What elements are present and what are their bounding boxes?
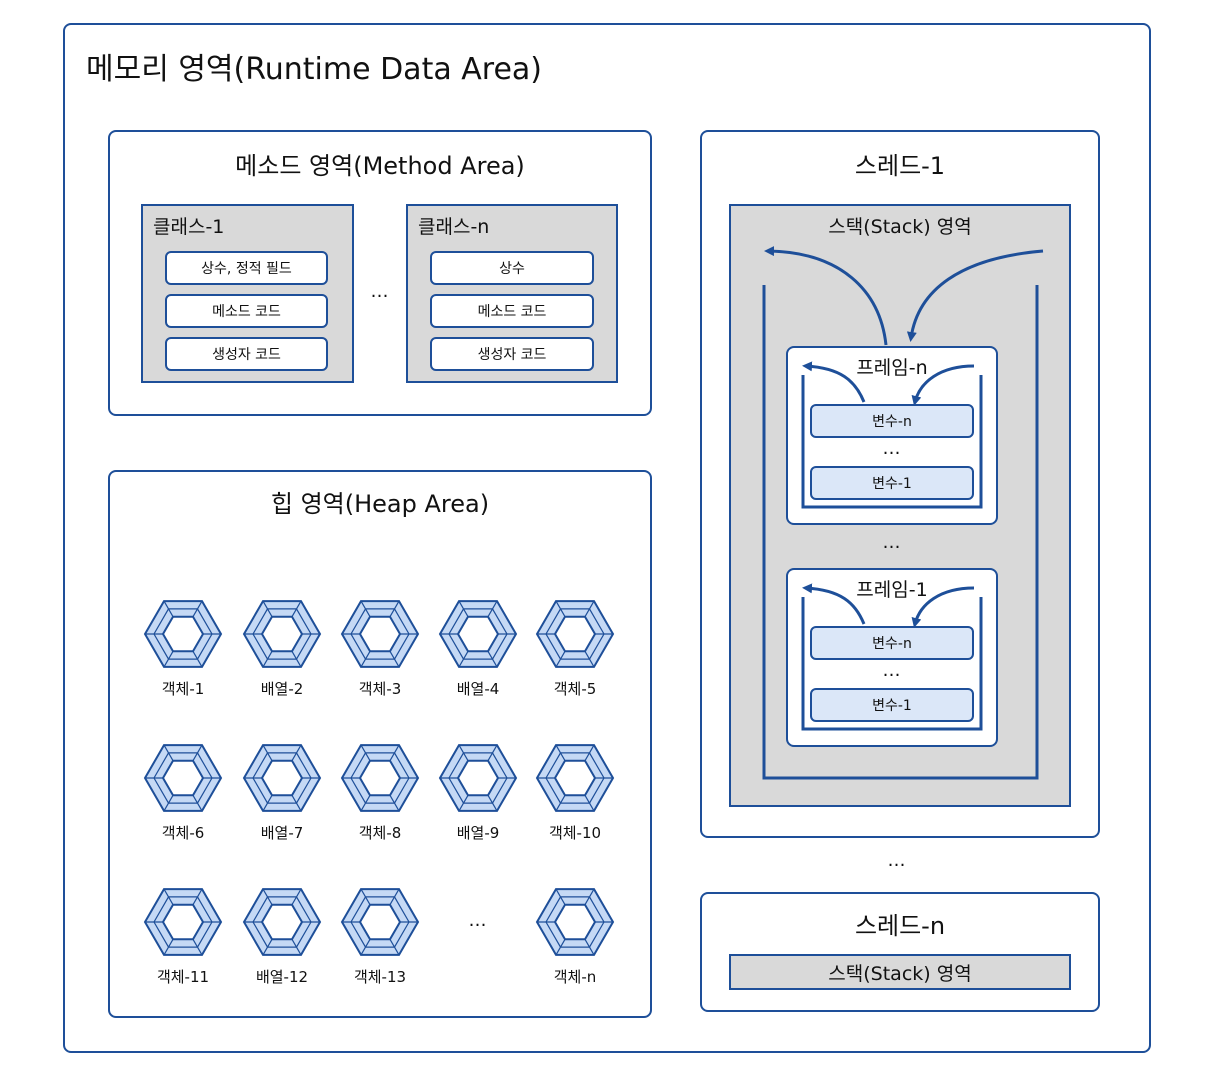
heap-object-label: 배열-12 — [255, 968, 309, 986]
frame-1-var-1: 변수-1 — [810, 688, 974, 722]
heap-object-label: 배열-2 — [260, 680, 304, 698]
method-area-title: 메소드 영역(Method Area) — [235, 152, 525, 180]
frame-n-var-n: 변수-n — [810, 404, 974, 438]
thread-1-title: 스레드-1 — [854, 152, 946, 180]
heap-object-label: 객체-3 — [358, 680, 402, 698]
heap-object-icon — [242, 888, 322, 956]
heap-object-label: 객체-n — [553, 968, 597, 986]
class-n-method-code: 메소드 코드 — [430, 294, 594, 328]
heap-object-icon — [242, 744, 322, 812]
heap-object-label: 객체-8 — [358, 824, 402, 842]
thread-n-title: 스레드-n — [854, 912, 946, 940]
heap-object-icon — [340, 744, 420, 812]
heap-object-icon — [340, 888, 420, 956]
class-n-constructor-code: 생성자 코드 — [430, 337, 594, 371]
heap-object-icon — [340, 600, 420, 668]
heap-object-icon — [143, 888, 223, 956]
class-n-constants: 상수 — [430, 251, 594, 285]
heap-object-icon — [535, 600, 615, 668]
heap-object-icon — [143, 744, 223, 812]
heap-object-label: 객체-6 — [161, 824, 205, 842]
heap-object-icon — [438, 600, 518, 668]
heap-object-label: 배열-7 — [260, 824, 304, 842]
heap-area-title: 힙 영역(Heap Area) — [270, 490, 490, 518]
heap-object-label: 객체-1 — [161, 680, 205, 698]
frames-ellipsis: … — [882, 532, 902, 553]
threads-ellipsis: … — [887, 850, 907, 871]
frame-1-vars-ellipsis: … — [882, 660, 902, 681]
frame-1-var-n: 변수-n — [810, 626, 974, 660]
classes-ellipsis: … — [370, 281, 390, 302]
heap-object-label: 객체-10 — [548, 824, 602, 842]
heap-object-label: 배열-4 — [456, 680, 500, 698]
heap-object-icon — [438, 744, 518, 812]
heap-object-icon — [242, 600, 322, 668]
frame-n-vars-ellipsis: … — [882, 438, 902, 459]
heap-object-label: 객체-13 — [353, 968, 407, 986]
heap-object-label: 객체-11 — [156, 968, 210, 986]
thread-1-stack-title: 스택(Stack) 영역 — [828, 216, 972, 238]
class-1-constructor-code: 생성자 코드 — [165, 337, 328, 371]
class-n-title: 클래스-n — [418, 216, 490, 238]
thread-n-stack-area: 스택(Stack) 영역 — [729, 954, 1071, 990]
heap-object-label: 배열-9 — [456, 824, 500, 842]
frame-n-title: 프레임-n — [856, 357, 928, 379]
heap-object-icon — [143, 600, 223, 668]
thread-n — [700, 892, 1100, 1012]
thread-n-stack-title: 스택(Stack) 영역 — [828, 962, 972, 985]
class-1-method-code: 메소드 코드 — [165, 294, 328, 328]
heap-object-label: 객체-5 — [553, 680, 597, 698]
runtime-area-title: 메모리 영역(Runtime Data Area) — [86, 52, 542, 87]
heap-object-icon — [535, 888, 615, 956]
class-1-constants: 상수, 정적 필드 — [165, 251, 328, 285]
frame-1-title: 프레임-1 — [856, 579, 928, 601]
heap-ellipsis: … — [468, 910, 488, 931]
heap-object-icon — [535, 744, 615, 812]
class-1-title: 클래스-1 — [153, 216, 225, 238]
frame-n-var-1: 변수-1 — [810, 466, 974, 500]
